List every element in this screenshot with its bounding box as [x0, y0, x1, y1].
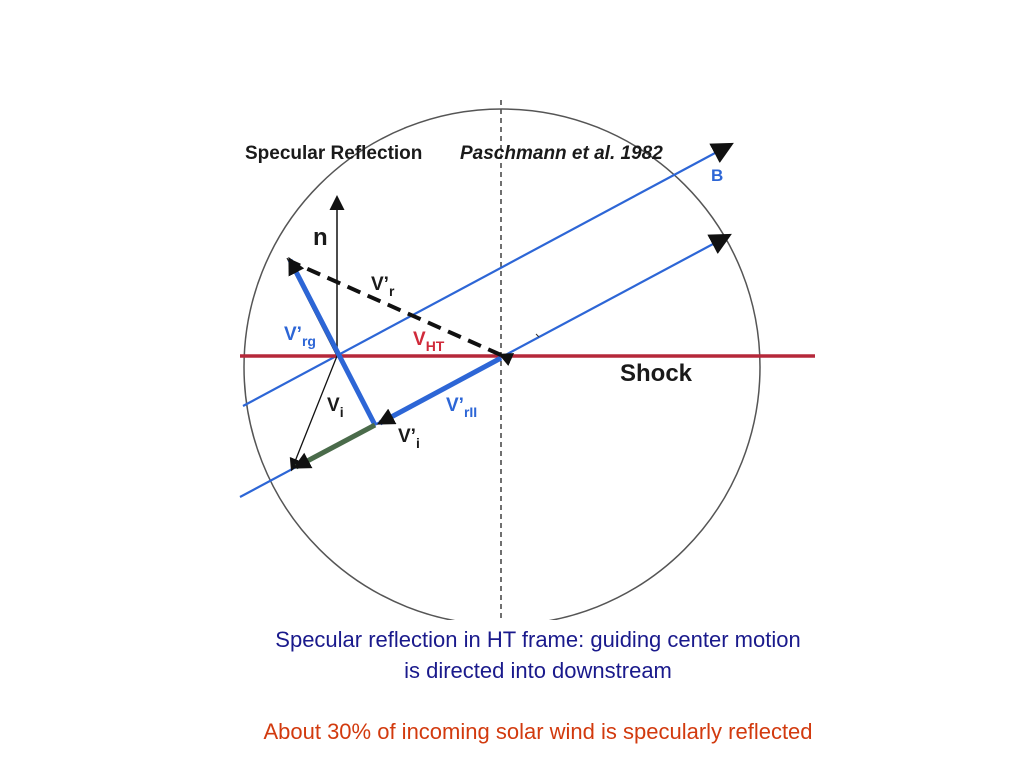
specular-reflection-diagram: Specular Reflection Paschmann et al. 198…	[239, 100, 815, 620]
normal-label: n	[313, 224, 328, 251]
gyration-vector	[287, 256, 378, 427]
small-tick-mark	[535, 333, 540, 338]
incident-prime-vector	[292, 422, 377, 470]
diagram-title: Specular Reflection	[245, 143, 422, 164]
field-label: B	[711, 166, 723, 185]
incident-vector	[289, 355, 338, 472]
incident-label: Vi	[327, 395, 344, 420]
ht-velocity-label: VHT	[413, 329, 445, 354]
incident-prime-label: V’i	[398, 426, 420, 451]
parallel-label: V’rII	[446, 395, 477, 420]
diagram-reference: Paschmann et al. 1982	[460, 143, 663, 164]
shock-label: Shock	[620, 360, 693, 387]
parallel-vector	[376, 355, 503, 426]
gyration-label: V’rg	[284, 324, 316, 349]
reflected-label: V’r	[371, 274, 395, 299]
caption-line-1: Specular reflection in HT frame: guiding…	[275, 627, 801, 652]
velocity-circle	[243, 108, 761, 620]
field-line-upper	[242, 142, 734, 407]
reflected-vector	[291, 260, 515, 366]
caption-main: Specular reflection in HT frame: guiding…	[0, 624, 1024, 686]
caption-note: About 30% of incoming solar wind is spec…	[0, 716, 1024, 747]
caption-note-text: About 30% of incoming solar wind is spec…	[263, 719, 813, 744]
caption-line-2: is directed into downstream	[404, 658, 672, 683]
